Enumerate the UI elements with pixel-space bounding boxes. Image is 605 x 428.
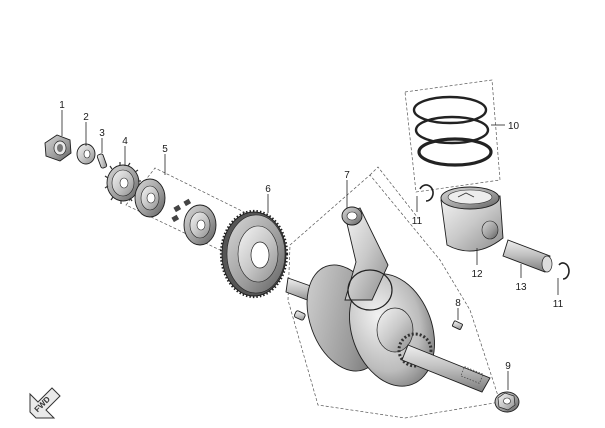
callout-2: 2 <box>83 112 89 123</box>
callout-4: 4 <box>122 136 128 147</box>
small-gear-part-4 <box>104 162 141 204</box>
callout-labels: 1 2 3 4 5 6 7 8 9 10 11 11 12 13 <box>59 100 563 372</box>
callout-3: 3 <box>99 128 105 139</box>
callout-8: 8 <box>455 298 461 309</box>
fwd-arrow: FWD <box>29 387 61 419</box>
piston-pin-part-13 <box>502 239 553 273</box>
piston-ring-set-outline <box>404 79 501 193</box>
crank-pin-outline <box>369 166 419 219</box>
leader-lines <box>61 110 559 390</box>
callout-10: 10 <box>508 121 520 132</box>
pin-part-8 <box>451 320 463 330</box>
crankshaft-part-7 <box>285 206 491 393</box>
piston-rings-part-10 <box>412 95 493 167</box>
flange-nut-part-9 <box>494 391 520 413</box>
piston-part-12 <box>440 186 504 252</box>
circlip-part-11-right <box>558 262 570 280</box>
scissor-gear-part-5 <box>134 178 217 246</box>
callout-5: 5 <box>162 144 168 155</box>
callout-11-right: 11 <box>553 299 564 310</box>
hex-nut-part-1 <box>44 134 72 162</box>
large-gear-part-6 <box>219 209 289 299</box>
key-pin-part-3 <box>96 153 108 169</box>
callout-13: 13 <box>515 282 527 293</box>
washer-part-2 <box>76 143 96 165</box>
callout-7: 7 <box>344 170 350 181</box>
callout-11-left: 11 <box>412 216 423 227</box>
callout-9: 9 <box>505 361 511 372</box>
callout-6: 6 <box>265 184 271 195</box>
circlip-part-11-left <box>419 184 434 202</box>
callout-1: 1 <box>59 100 65 111</box>
callout-12: 12 <box>471 269 483 280</box>
